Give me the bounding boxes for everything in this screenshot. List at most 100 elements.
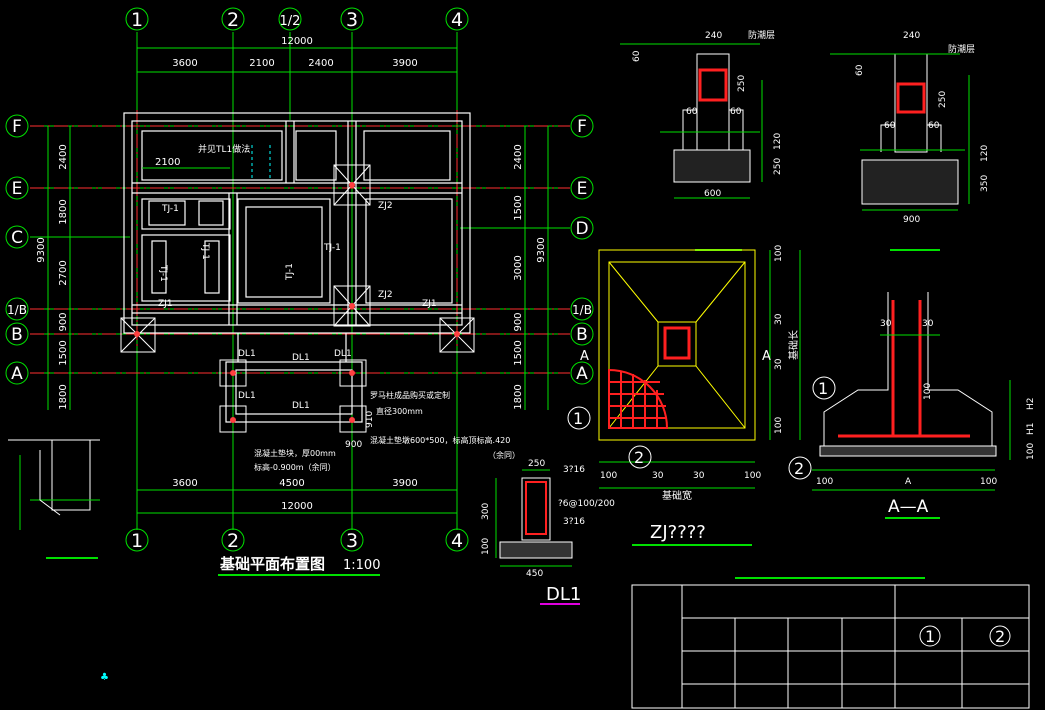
dim-text: 30: [652, 471, 664, 481]
table-cell: 1: [925, 627, 935, 646]
dim-text: 9300: [536, 237, 547, 262]
dim-label: 基础宽: [662, 489, 692, 502]
dim-text: 3600: [172, 478, 197, 489]
marker-text: 1: [818, 379, 828, 398]
rebar: 3?16: [563, 517, 585, 527]
axis-label: 4: [451, 530, 463, 552]
dim-900: 900: [345, 440, 362, 450]
dim-text: 60: [730, 107, 742, 117]
dim-text: 100: [744, 471, 761, 481]
dim-text: 1800: [58, 199, 69, 224]
dim-text: 12000: [281, 501, 313, 512]
section-lines: [30, 110, 570, 374]
axis-label: 2: [227, 9, 239, 31]
dim-text: 9300: [36, 237, 47, 262]
dim-text: 250: [773, 158, 783, 175]
aa-title: A—A: [888, 497, 929, 517]
axis-label: B: [576, 325, 588, 345]
tl1-note: 并见TL1做法: [198, 143, 250, 155]
axis-label: D: [575, 219, 588, 239]
marker-text: 1: [573, 409, 583, 428]
dim-910: 910: [365, 411, 375, 428]
dim-text: 60: [884, 121, 896, 131]
dim-text: H2: [1026, 398, 1036, 411]
dims-bottom: [137, 489, 457, 514]
wall-label: 防潮层: [948, 43, 975, 55]
marker-text: 2: [794, 459, 804, 478]
zj1-label: ZJ1: [158, 299, 173, 309]
dim-text: A: [905, 477, 912, 487]
axis-label: A: [11, 364, 23, 384]
dl1-label: DL1: [292, 401, 310, 411]
dim-text: 450: [526, 569, 543, 579]
dl1-label: DL1: [238, 349, 256, 359]
axis-bubbles-left: F E C 1/B B A: [5, 114, 29, 385]
dim-text: 1500: [58, 340, 69, 365]
note: 直径300mm: [376, 406, 423, 416]
dims-top-text: 12000 3600 2100 2400 3900: [172, 36, 417, 69]
tj1-label: TJ-1: [323, 243, 341, 253]
dims-left: [47, 126, 71, 410]
aa-section: [788, 292, 1011, 519]
axis-label: F: [577, 117, 587, 137]
dl1-section: [495, 469, 580, 605]
title-block-text: 1 2: [919, 625, 1011, 647]
dim-text: 60: [686, 107, 698, 117]
dim-text: 2700: [58, 260, 69, 285]
dim-text: 600: [704, 189, 721, 199]
axis-label: F: [12, 117, 22, 137]
dim-text: 900: [903, 215, 920, 225]
axis-bubbles-bottom: 1 2 3 4: [125, 528, 469, 552]
dim-text: 60: [855, 64, 865, 76]
table-cell: 2: [995, 627, 1005, 646]
dim-text: 1800: [58, 384, 69, 409]
dim-text: 250: [528, 459, 545, 469]
note: 罗马柱成品购买或定制: [370, 390, 450, 400]
wall-section-2: [830, 53, 970, 251]
dim-text: 100: [774, 417, 784, 434]
plan-scale: 1:100: [343, 558, 380, 573]
dim-text: 30: [880, 319, 892, 329]
dims-right: [524, 126, 549, 410]
dl1-title: DL1: [546, 584, 581, 605]
dim-text: 100: [600, 471, 617, 481]
dl1-text: 250 300 100 450 3?16 ?6@100/200 3?16 DL1: [481, 459, 615, 605]
inner-dim: 2100: [155, 157, 180, 168]
axis-label: 1/2: [280, 14, 301, 29]
wall-1-text: 240 60 250 60 60 120 250 600 防潮层: [632, 29, 783, 199]
dim-text: 1500: [513, 340, 524, 365]
dim-text: 900: [513, 312, 524, 331]
marker-text: 2: [634, 448, 644, 467]
note: （余同）: [488, 450, 520, 460]
dim-text: 60: [928, 121, 940, 131]
dl1-label: DL1: [292, 353, 310, 363]
axis-label: A: [576, 364, 588, 384]
axis-label: 3: [346, 530, 358, 552]
axis-label: 1: [131, 9, 143, 31]
dim-text: 120: [980, 145, 990, 162]
origin-marker: ♣: [100, 672, 109, 683]
axis-label: 1/B: [572, 303, 592, 317]
axis-label: C: [11, 228, 23, 248]
dim-text: 30: [922, 319, 934, 329]
rebar: 3?16: [563, 465, 585, 475]
dim-text: 120: [773, 133, 783, 150]
dim-text: 900: [58, 312, 69, 331]
dim-text: 100: [816, 477, 833, 487]
note: 混凝土垫墩600*500，标高顶标高.420: [370, 435, 510, 445]
rebar: ?6@100/200: [558, 499, 615, 509]
plan-title: 基础平面布置图: [219, 555, 325, 573]
dim-text: 2400: [513, 144, 524, 169]
dim-text: 2400: [58, 144, 69, 169]
zj2-label: ZJ2: [378, 290, 393, 300]
dim-text: 1500: [513, 195, 524, 220]
aa-text: 30 30 100 A 100 H2 H1 100 100 1 2 A—A: [794, 319, 1036, 517]
dims-right-text: 2400 1500 3000 900 1500 1800 9300: [513, 144, 547, 409]
zj2-label: ZJ2: [378, 201, 393, 211]
section-mark: A: [762, 349, 771, 364]
axis-label: 1/B: [7, 303, 27, 317]
note: 混凝土垫块，厚00mm: [254, 448, 336, 458]
dim-text: 100: [481, 538, 491, 555]
axis-label: 4: [451, 9, 463, 31]
zj-plan: [567, 249, 801, 546]
